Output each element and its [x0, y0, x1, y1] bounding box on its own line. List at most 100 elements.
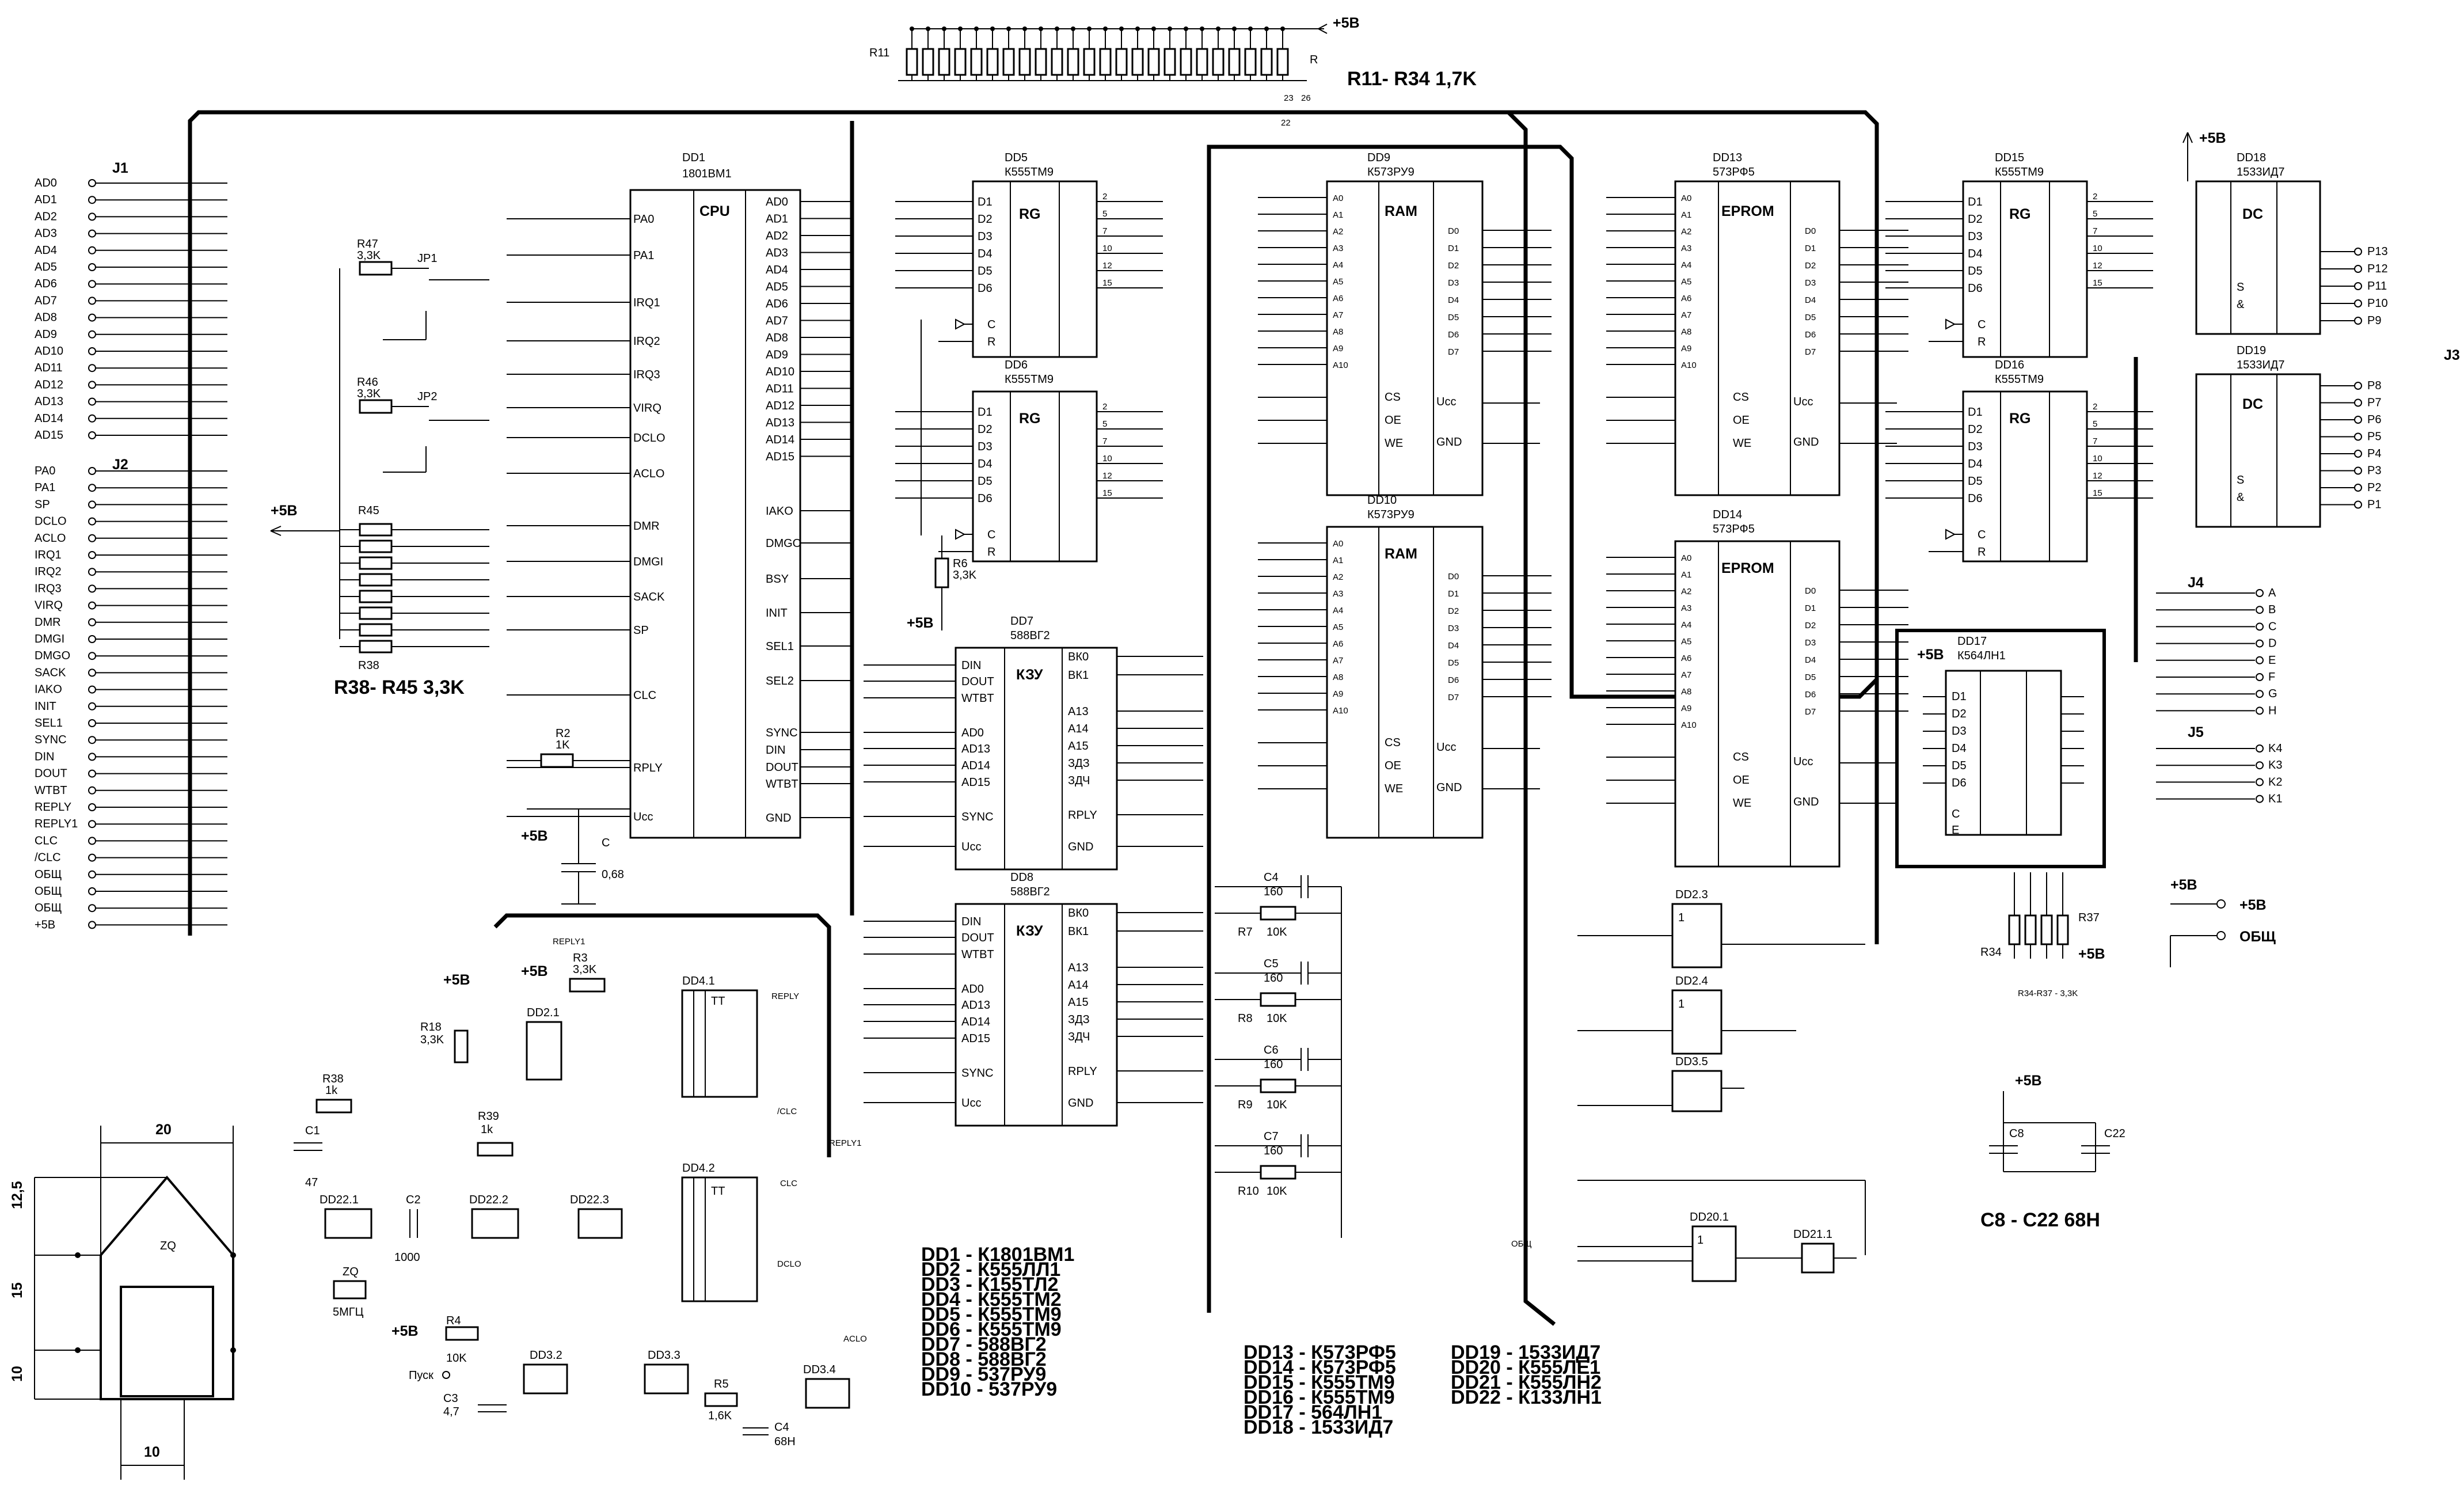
zq-dim-label: ZQ [160, 1240, 176, 1252]
r3-value: 3,3K [573, 963, 597, 976]
j3-pin-4: P9 [2367, 314, 2381, 327]
mem-pin-we: WE [1733, 797, 1751, 810]
mem-pin-A4: A4 [1333, 260, 1343, 270]
mem-pin-A10: A10 [1333, 360, 1348, 370]
rg-pin-D3: D3 [1968, 440, 1983, 453]
dd1-pin-AD0: AD0 [766, 196, 788, 208]
junction-dot [1200, 26, 1204, 31]
connector-pin [2256, 795, 2264, 803]
connector-pin [88, 330, 96, 339]
chip-dd13: DD13 573РФ5 EPROM A0A1A2A3A4A5A6A7A8A9A1… [1606, 151, 1908, 496]
dd10-title: RAM [1385, 546, 1417, 562]
j1-pin-5: AD5 [35, 261, 57, 273]
legend-c1-2: DD3 - К155ТЛ2 [921, 1274, 1058, 1295]
j2-pin-7: IRQ3 [35, 582, 62, 595]
resistor-r11-element [1099, 48, 1112, 76]
mem-pin-A3: A3 [1681, 603, 1691, 613]
j1-pin-15: AD15 [35, 429, 63, 442]
j5-pin-0: K4 [2268, 742, 2282, 755]
rg-pin-D2: D2 [978, 213, 993, 226]
dd1-pin-AD11: AD11 [766, 383, 794, 396]
junction-dot [1216, 26, 1220, 31]
kzu-pin-ЗДЗ: ЗДЗ [1068, 757, 1090, 770]
dd1-pin-AD10: AD10 [766, 366, 794, 378]
mem-pin-A4: A4 [1681, 260, 1691, 270]
junction-dot [1280, 26, 1285, 31]
rg-out-num: 5 [1102, 209, 1107, 219]
rg-out-num: 7 [1102, 226, 1107, 236]
kzu-pin-DOUT: DOUT [961, 675, 994, 688]
mem-pin-A8: A8 [1681, 687, 1691, 697]
dd17-pin-D1: D1 [1952, 690, 1967, 703]
resistor-r11-element [1276, 48, 1289, 76]
rg-pin-D3: D3 [978, 440, 993, 453]
kzu-pin-ВК0: ВК0 [1068, 907, 1089, 920]
resistor-ladder-element [359, 539, 393, 553]
j3-pin-3: P10 [2367, 297, 2388, 310]
j4-label: J4 [2188, 575, 2204, 591]
r6-net: +5B [907, 615, 934, 631]
dd17-pin-D2: D2 [1952, 708, 1967, 720]
mem-pin-A8: A8 [1681, 327, 1691, 337]
rg-pin-c: C [1978, 529, 1986, 541]
dd1-pin-IRQ2: IRQ2 [633, 335, 660, 348]
connector-pin [88, 246, 96, 254]
j2-pin-13: IAKO [35, 683, 62, 696]
mem-pin-we: WE [1385, 437, 1403, 450]
j2-pin-9: DMR [35, 616, 61, 629]
kzu-pin-ЗДЧ: ЗДЧ [1068, 774, 1090, 787]
dd1-pin-WTBT: WTBT [766, 778, 798, 791]
mem-pin-A3: A3 [1333, 244, 1343, 253]
junction-dot [926, 26, 930, 31]
resistor-ladder-element [359, 573, 393, 587]
r34-label: R34 [1980, 946, 2002, 959]
resistor-r11-element [1147, 48, 1160, 76]
r7-body [1260, 906, 1296, 921]
dd9-ref: DD9 [1367, 151, 1390, 164]
dd19-part: 1533ИД7 [2237, 359, 2285, 371]
c1-label: C1 [305, 1124, 320, 1137]
connector-pin [88, 753, 96, 761]
j2-pin-1: PA1 [35, 481, 55, 494]
connector-pin [88, 584, 96, 593]
connector-pin [88, 685, 96, 694]
dd1-pin-AD4: AD4 [766, 264, 788, 276]
osc-reply: REPLY [771, 991, 799, 1001]
kzu-pin-AD14: AD14 [961, 759, 990, 772]
connector-pin [2256, 778, 2264, 787]
resistor-r11-element [1115, 48, 1128, 76]
resistor-r11-element [1067, 48, 1079, 76]
dd1-pin-ACLO: ACLO [633, 468, 664, 480]
junction-dot [1006, 26, 1011, 31]
dd1-pin-AD12: AD12 [766, 400, 794, 412]
mem-pin-A8: A8 [1333, 672, 1343, 682]
c1-value: 47 [305, 1176, 318, 1189]
kzu-pin-A15: A15 [1068, 740, 1089, 753]
j2-pin-6: IRQ2 [35, 565, 62, 578]
mem-pin-D5: D5 [1805, 313, 1816, 322]
mem-pin-gnd: GND [1436, 781, 1462, 794]
dd14-part: 573РФ5 [1713, 523, 1755, 535]
dd8-title: КЗУ [1016, 923, 1043, 939]
connector-pin [88, 364, 96, 373]
dd19-amp: & [2237, 491, 2245, 504]
rg-out-num: 2 [1102, 402, 1107, 412]
junction-dot [958, 26, 963, 31]
j1-pin-12: AD12 [35, 378, 63, 391]
mem-pin-A0: A0 [1681, 193, 1691, 203]
kzu-pin-A13: A13 [1068, 962, 1089, 974]
connector-pin [88, 786, 96, 795]
mem-pin-D2: D2 [1805, 621, 1816, 630]
connector-pin [2256, 673, 2264, 681]
dd2-4-one: 1 [1678, 998, 1685, 1010]
junction-dot [1248, 26, 1253, 31]
r39-value: 1k [481, 1123, 493, 1136]
legend-c2-4: DD17 - 564ЛН1 [1244, 1401, 1382, 1423]
rg-out-num: 15 [2093, 488, 2102, 498]
j3-pin-7: P6 [2367, 413, 2381, 426]
zq-dim-h2: 15 [9, 1282, 25, 1298]
rg-out-num: 12 [1102, 261, 1112, 271]
mem-pin-D7: D7 [1805, 347, 1816, 357]
